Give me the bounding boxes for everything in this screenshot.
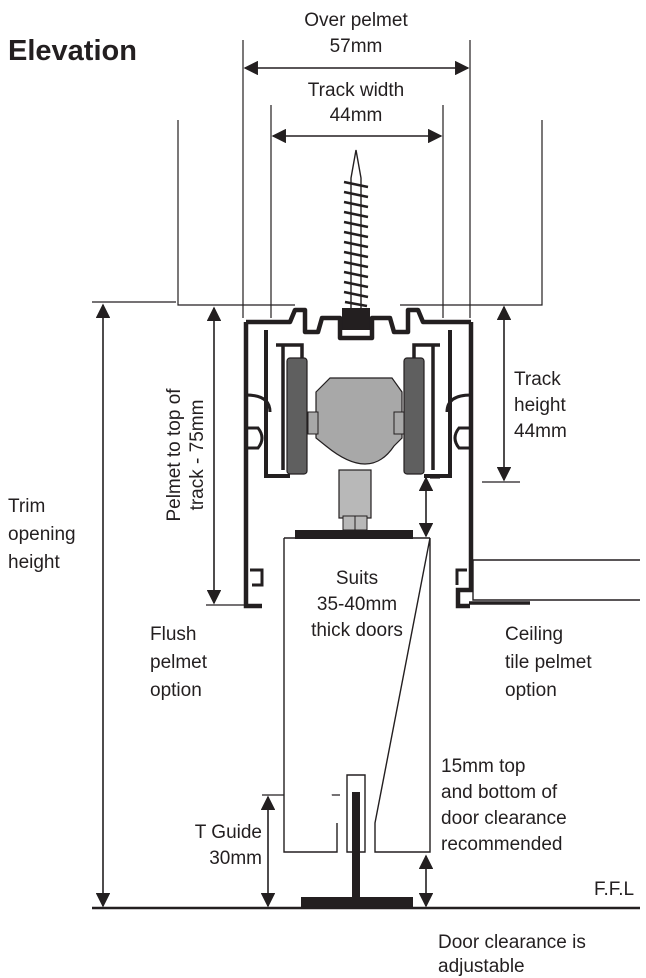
clearance-line-2: and bottom of: [441, 782, 558, 803]
over-pelmet-label: Over pelmet: [304, 10, 408, 31]
flush-pelmet-line-3: option: [150, 680, 202, 701]
witness-lines: [206, 40, 520, 796]
adjustable-line-2: adjustable: [438, 956, 525, 977]
clearance-recommended-note: 15mm top and bottom of door clearance re…: [441, 756, 567, 855]
track-height-dimension: Track height 44mm: [496, 305, 567, 482]
t-guide-value: 30mm: [209, 848, 262, 869]
finished-floor-level-label: F.F.L: [594, 879, 634, 900]
track-width-dimension: Track width 44mm: [271, 80, 443, 144]
track-height-label-2: height: [514, 395, 566, 416]
ceiling-pelmet-line-3: option: [505, 680, 557, 701]
flush-pelmet-line-1: Flush: [150, 624, 196, 645]
door-thickness-note: Suits 35-40mm thick doors: [311, 568, 403, 641]
wheel-carriage: [286, 357, 425, 531]
door-panel: [283, 530, 431, 853]
clearance-line-3: door clearance: [441, 808, 567, 829]
ceiling-pelmet-line-2: tile pelmet: [505, 652, 592, 673]
t-guide-label: T Guide: [195, 822, 262, 843]
pelmet-to-track-label-1: Pelmet to top of: [164, 388, 185, 522]
trim-opening-label-3: height: [8, 552, 60, 573]
ceiling-tile-pelmet-note: Ceiling tile pelmet option: [505, 624, 592, 701]
clearance-adjustable-note: Door clearance is adjustable: [438, 932, 586, 977]
door-note-line-2: 35-40mm: [317, 594, 397, 615]
pelmet-to-track-dimension: Pelmet to top of track - 75mm: [164, 306, 222, 605]
fixing-screw: [342, 149, 370, 330]
track-width-value: 44mm: [330, 105, 383, 126]
flush-pelmet-note: Flush pelmet option: [150, 624, 208, 701]
track-width-label: Track width: [308, 80, 404, 101]
trim-opening-label-2: opening: [8, 524, 76, 545]
flush-pelmet-line-2: pelmet: [150, 652, 208, 673]
over-pelmet-value: 57mm: [330, 36, 383, 57]
trim-opening-label-1: Trim: [8, 496, 45, 517]
trim-opening-dimension: Trim opening height: [8, 303, 111, 908]
ceiling-pelmet-line-1: Ceiling: [505, 624, 563, 645]
over-pelmet-dimension: Over pelmet 57mm: [243, 10, 470, 76]
pelmet-to-track-label-2: track - 75mm: [187, 400, 208, 511]
door-note-line-3: thick doors: [311, 620, 403, 641]
adjustable-line-1: Door clearance is: [438, 932, 586, 953]
track-height-label-1: Track: [514, 369, 561, 390]
diagram-title: Elevation: [8, 35, 137, 67]
t-guide: [301, 774, 413, 907]
track-height-value: 44mm: [514, 421, 567, 442]
track-profile: [243, 307, 474, 609]
door-note-line-1: Suits: [336, 568, 378, 589]
ceiling-tile: [469, 559, 640, 605]
clearance-line-1: 15mm top: [441, 756, 525, 777]
t-guide-dimension: T Guide 30mm: [195, 795, 276, 908]
clearance-line-4: recommended: [441, 834, 562, 855]
ceiling-pelmet-block: [92, 120, 543, 306]
